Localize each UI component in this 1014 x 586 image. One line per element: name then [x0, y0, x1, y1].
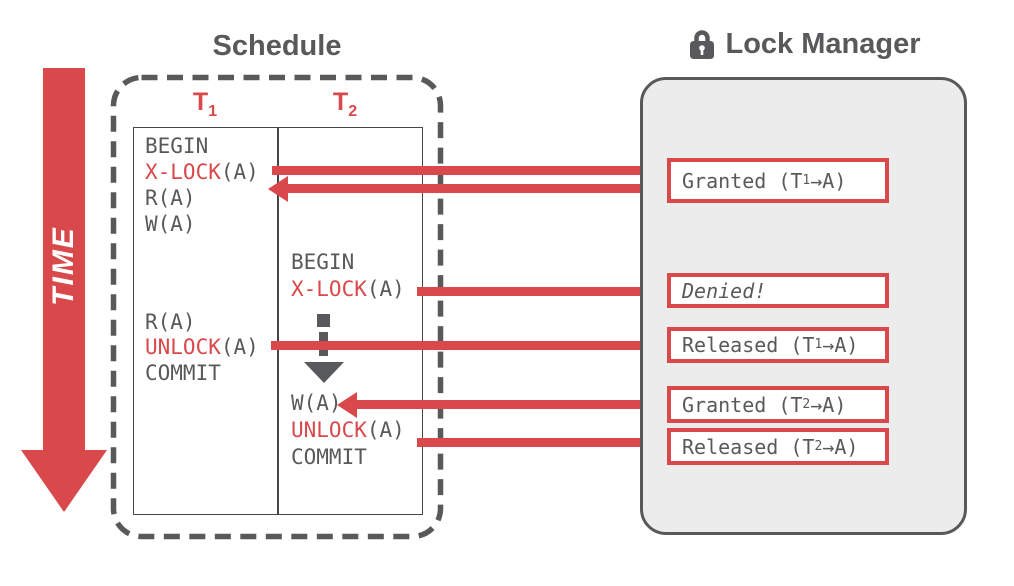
- wait-arrowhead-icon: [304, 362, 344, 383]
- op-text: (A): [366, 418, 405, 442]
- op-t1-commit: COMMIT: [145, 360, 221, 386]
- op-text: COMMIT: [291, 445, 367, 469]
- op-t2-xlock: X-LOCK(A): [291, 276, 405, 302]
- status-text-end: →A): [810, 392, 847, 417]
- column-header-t2: T2: [315, 88, 375, 121]
- op-t2-commit: COMMIT: [291, 444, 367, 470]
- wait-dot-icon: [317, 314, 330, 327]
- op-text: (A): [366, 277, 405, 301]
- op-t1-unlock: UNLOCK(A): [145, 334, 259, 360]
- arrow-left-head-icon: [268, 176, 288, 202]
- status-text-end: →A): [810, 168, 847, 193]
- t1-base: T: [192, 88, 209, 116]
- op-t2-unlock: UNLOCK(A): [291, 417, 405, 443]
- op-hl: X-LOCK: [145, 160, 221, 184]
- status-text-end: →A): [822, 434, 859, 459]
- column-header-t1: T1: [175, 88, 235, 121]
- arrow-shaft: [271, 341, 648, 350]
- lock-manager-header: Lock Manager: [640, 28, 967, 61]
- op-text: (A): [220, 160, 259, 184]
- status-text: Released (T: [682, 434, 815, 459]
- op-t2-begin: BEGIN: [291, 249, 354, 275]
- arrow-shaft: [357, 400, 665, 409]
- lock-icon: [689, 30, 714, 59]
- status-text: Denied!: [682, 278, 767, 303]
- arrow-left-head-icon: [337, 392, 357, 418]
- op-hl: UNLOCK: [291, 418, 367, 442]
- t1-sub: 1: [208, 103, 218, 120]
- arrow-shaft: [288, 184, 665, 193]
- status-text: Released (T: [682, 333, 815, 357]
- time-arrow-shaft: [43, 68, 85, 452]
- arrow-shaft: [417, 438, 648, 447]
- op-t1-begin: BEGIN: [145, 133, 208, 159]
- status-text: Granted (T: [682, 392, 803, 417]
- op-text: (A): [220, 335, 259, 359]
- op-hl: UNLOCK: [145, 335, 221, 359]
- arrow-shaft: [272, 166, 648, 175]
- op-text: W(A): [291, 391, 342, 415]
- t2-sub: 2: [348, 103, 358, 120]
- op-hl: X-LOCK: [291, 277, 367, 301]
- status-box-denied: Denied!: [667, 273, 889, 308]
- lock-manager-title: Lock Manager: [725, 28, 921, 60]
- schedule-dashed-border: [110, 74, 444, 540]
- op-t1-read2: R(A): [145, 309, 196, 335]
- schedule-title: Schedule: [212, 30, 342, 62]
- time-arrow-head: [21, 450, 107, 512]
- op-t2-write: W(A): [291, 390, 342, 416]
- op-text: BEGIN: [291, 250, 355, 274]
- time-label: TIME: [47, 226, 80, 306]
- op-t1-write: W(A): [145, 211, 196, 237]
- status-text: Granted (T: [682, 168, 803, 193]
- op-t1-xlock: X-LOCK(A): [145, 159, 259, 185]
- op-text: BEGIN: [145, 134, 209, 158]
- op-text: W(A): [145, 212, 196, 236]
- status-text-end: →A): [822, 333, 859, 357]
- op-text: R(A): [145, 310, 196, 334]
- op-text: R(A): [145, 186, 196, 210]
- schedule-table-divider: [277, 127, 279, 515]
- arrow-shaft: [417, 287, 648, 296]
- op-t1-read: R(A): [145, 185, 196, 211]
- t2-base: T: [332, 88, 349, 116]
- op-text: COMMIT: [145, 361, 221, 385]
